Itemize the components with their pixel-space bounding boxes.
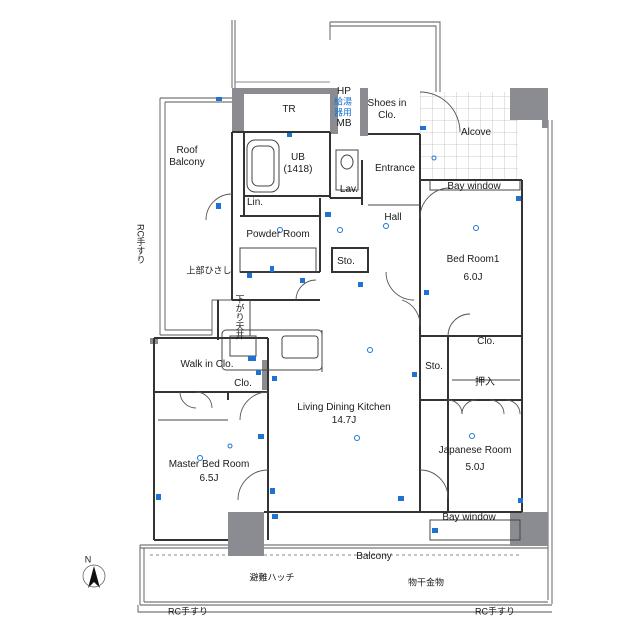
- label-shoes-1: Shoes in: [367, 98, 407, 109]
- label-bay-window-bottom: Bay window: [442, 512, 496, 523]
- label-roof-1: Roof: [176, 145, 198, 156]
- label-rc-handrail-bottom-right: RC手すり: [475, 606, 515, 617]
- label-bay-window-top: Bay window: [447, 181, 501, 192]
- light-points: [197, 155, 479, 461]
- label-clo-bed1: Clo.: [477, 336, 495, 347]
- label-jobu-hisashi: 上部ひさし: [186, 265, 232, 276]
- label-lin: Lin.: [246, 197, 264, 208]
- label-japanese-room: Japanese Room: [438, 445, 512, 456]
- label-master-bed-room: Master Bed Room: [168, 459, 250, 470]
- label-roof-2: Balcony: [169, 157, 205, 168]
- label-clo-master: Clo.: [234, 378, 252, 389]
- label-north: N: [84, 554, 92, 565]
- alcove-tile-floor: [420, 92, 518, 180]
- label-ub-2: (1418): [283, 164, 313, 175]
- label-ub-1: UB: [291, 152, 305, 163]
- label-bed-room-1-size: 6.0J: [463, 272, 483, 283]
- label-balcony: Balcony: [356, 551, 392, 562]
- label-lav: Lav.: [339, 184, 359, 195]
- north-arrow-icon: [82, 564, 106, 588]
- label-hall: Hall: [384, 212, 402, 223]
- label-kyuto-1: 給湯: [333, 96, 353, 107]
- label-monohoshi: 物干金物: [407, 577, 445, 588]
- label-sto-hall: Sto.: [337, 256, 355, 267]
- label-powder-room: Powder Room: [246, 229, 310, 240]
- label-rc-handrail-bottom-left: RC手すり: [168, 606, 208, 617]
- label-sagari-tenjo: 下がり天井: [234, 294, 245, 340]
- label-kyuto-2: 器用: [333, 107, 353, 118]
- label-sto-mid: Sto.: [425, 361, 443, 372]
- label-ldk-size: 14.7J: [331, 415, 357, 426]
- label-shoes-2: Clo.: [378, 110, 396, 121]
- label-alcove: Alcove: [460, 127, 492, 138]
- interior-walls: [153, 131, 523, 541]
- label-japanese-room-size: 5.0J: [465, 462, 485, 473]
- label-hinan-hatch: 避難ハッチ: [249, 572, 295, 583]
- label-bed-room-1: Bed Room1: [446, 254, 500, 265]
- label-entrance: Entrance: [374, 163, 416, 174]
- label-rc-handrail-left: RC手すり: [135, 224, 146, 264]
- door-swings: [179, 91, 521, 501]
- label-walk-in-clo: Walk in Clo.: [180, 359, 234, 370]
- label-oshiire: 押入: [475, 377, 495, 388]
- label-hp: HP: [337, 86, 351, 97]
- label-tr: TR: [282, 104, 296, 115]
- label-ldk: Living Dining Kitchen: [297, 402, 391, 413]
- label-mb: MB: [336, 118, 352, 129]
- label-master-bed-room-size: 6.5J: [199, 473, 219, 484]
- fixtures-outline: [158, 139, 521, 541]
- electrical-symbols: [156, 97, 523, 533]
